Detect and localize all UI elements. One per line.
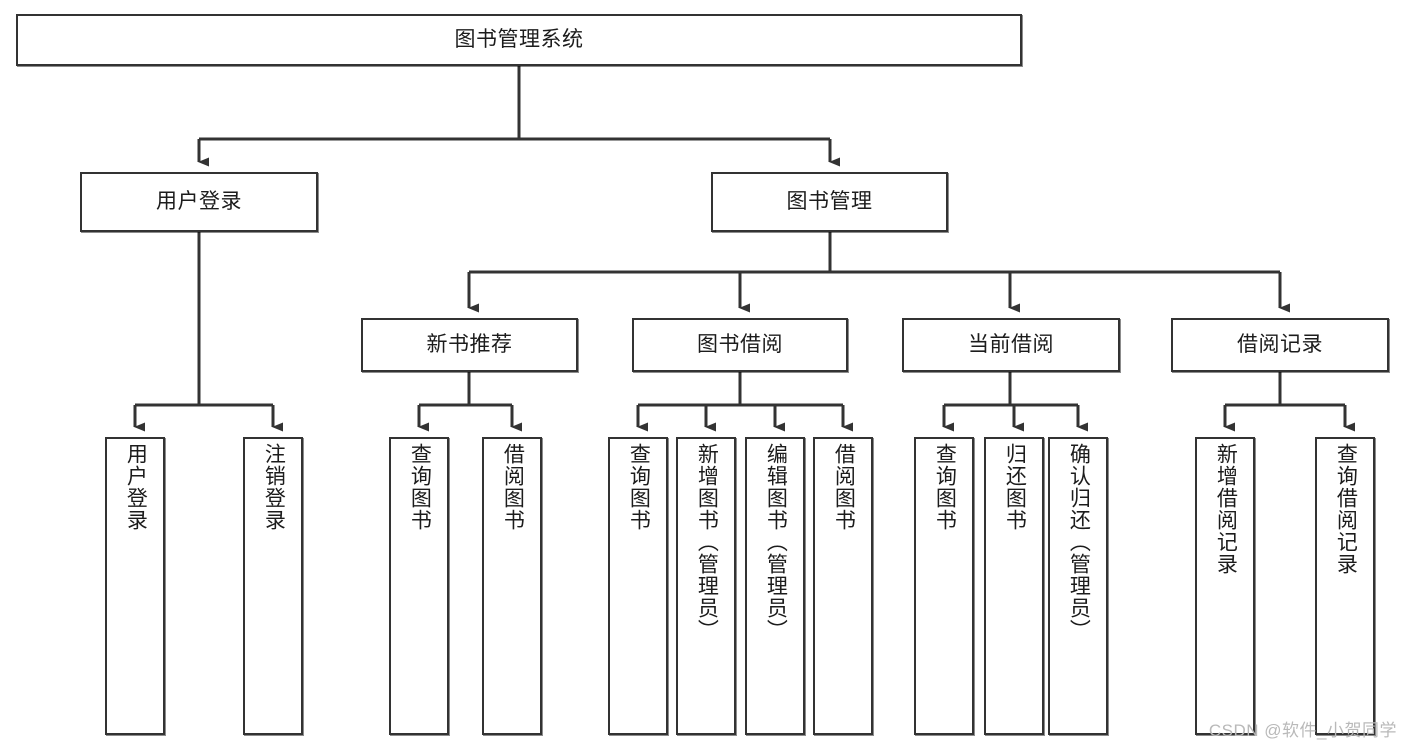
node-book-borrow[interactable]: 图书借阅 bbox=[632, 318, 848, 372]
node-book-manage[interactable]: 图书管理 bbox=[711, 172, 948, 232]
node-leaf-borrow-book-2-label: 借阅图书 bbox=[832, 443, 856, 531]
node-current-borrow-label: 当前借阅 bbox=[968, 333, 1054, 357]
node-borrow-record[interactable]: 借阅记录 bbox=[1171, 318, 1389, 372]
node-root-label: 图书管理系统 bbox=[454, 28, 584, 52]
node-new-book-recommend-label: 新书推荐 bbox=[426, 333, 513, 357]
node-leaf-confirm-return[interactable]: 确认归还（管理员） bbox=[1048, 437, 1108, 735]
node-leaf-query-book-2[interactable]: 查询图书 bbox=[608, 437, 668, 735]
node-leaf-add-record[interactable]: 新增借阅记录 bbox=[1195, 437, 1255, 735]
node-leaf-user-logout-label: 注销登录 bbox=[262, 443, 286, 531]
node-leaf-query-record[interactable]: 查询借阅记录 bbox=[1315, 437, 1375, 735]
node-leaf-user-login[interactable]: 用户登录 bbox=[105, 437, 165, 735]
node-book-manage-label: 图书管理 bbox=[786, 190, 873, 214]
node-leaf-add-record-label: 新增借阅记录 bbox=[1214, 443, 1238, 575]
node-leaf-borrow-book-1[interactable]: 借阅图书 bbox=[482, 437, 542, 735]
node-leaf-add-book[interactable]: 新增图书（管理员） bbox=[676, 437, 736, 735]
node-leaf-query-book-3-label: 查询图书 bbox=[933, 443, 957, 531]
node-leaf-return-book-label: 归还图书 bbox=[1003, 443, 1027, 531]
node-leaf-borrow-book-2[interactable]: 借阅图书 bbox=[813, 437, 873, 735]
node-new-book-recommend[interactable]: 新书推荐 bbox=[361, 318, 578, 372]
node-leaf-query-book-2-label: 查询图书 bbox=[627, 443, 651, 531]
node-root[interactable]: 图书管理系统 bbox=[16, 14, 1022, 66]
node-leaf-borrow-book-1-label: 借阅图书 bbox=[501, 443, 525, 531]
node-leaf-add-book-label: 新增图书（管理员） bbox=[695, 443, 719, 641]
node-leaf-query-record-label: 查询借阅记录 bbox=[1334, 443, 1358, 575]
node-leaf-query-book-3[interactable]: 查询图书 bbox=[914, 437, 974, 735]
node-user-login[interactable]: 用户登录 bbox=[80, 172, 318, 232]
node-leaf-query-book-1[interactable]: 查询图书 bbox=[389, 437, 449, 735]
node-leaf-user-login-label: 用户登录 bbox=[124, 443, 148, 531]
node-book-borrow-label: 图书借阅 bbox=[697, 333, 783, 357]
node-leaf-edit-book[interactable]: 编辑图书（管理员） bbox=[745, 437, 805, 735]
node-borrow-record-label: 借阅记录 bbox=[1237, 333, 1323, 357]
node-current-borrow[interactable]: 当前借阅 bbox=[902, 318, 1120, 372]
node-leaf-query-book-1-label: 查询图书 bbox=[408, 443, 432, 531]
node-leaf-confirm-return-label: 确认归还（管理员） bbox=[1067, 443, 1091, 641]
watermark-text: CSDN @软件_小贺同学 bbox=[1208, 721, 1397, 740]
node-leaf-edit-book-label: 编辑图书（管理员） bbox=[764, 443, 788, 641]
node-leaf-user-logout[interactable]: 注销登录 bbox=[243, 437, 303, 735]
node-user-login-label: 用户登录 bbox=[156, 190, 242, 214]
node-leaf-return-book[interactable]: 归还图书 bbox=[984, 437, 1044, 735]
